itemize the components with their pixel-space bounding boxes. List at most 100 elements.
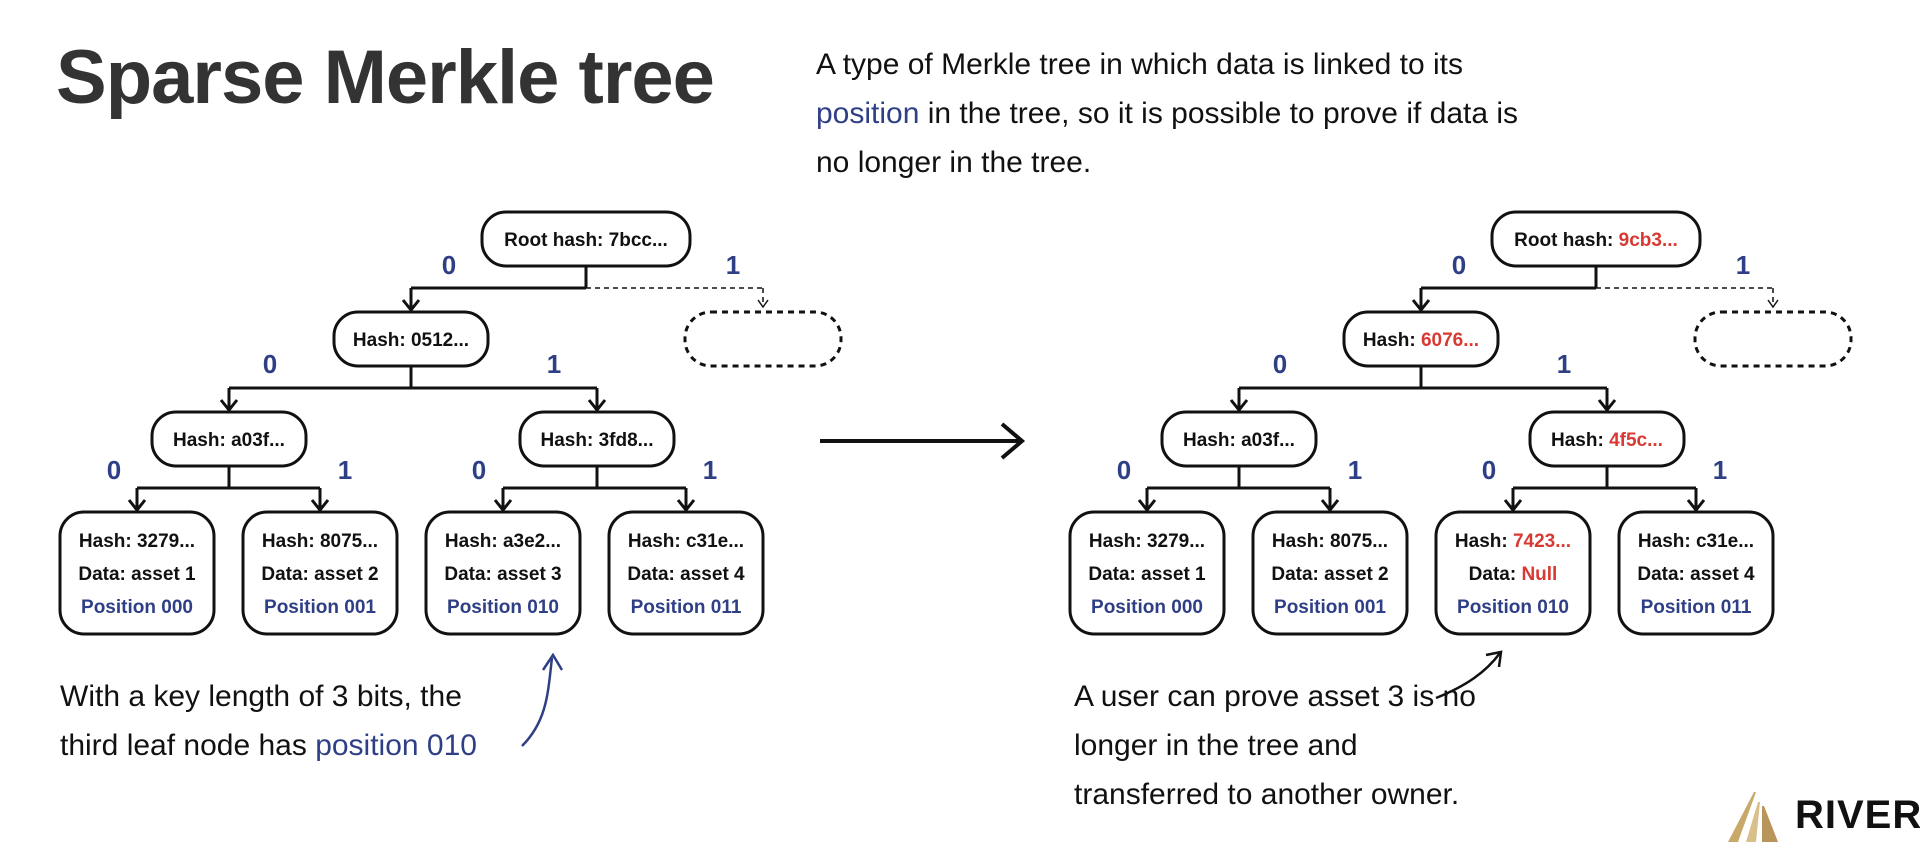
edge-label-0: 0 xyxy=(263,349,277,379)
leaf-data-label: Data: xyxy=(1637,564,1690,585)
leaf-hash-text: Hash: 3279... xyxy=(79,531,195,552)
hash-node-level1-hash: 6076... xyxy=(1421,330,1479,351)
leaf-position-text: Position 011 xyxy=(1641,597,1752,618)
hash-node-level2-box xyxy=(1160,410,1318,468)
hash-node-level2: Hash: 3fd8... xyxy=(518,410,676,468)
edge-arrowhead xyxy=(676,499,696,513)
hash-node-level2-box xyxy=(518,410,676,468)
edge-label-1: 1 xyxy=(1713,455,1727,485)
hash-node-level2-box xyxy=(1528,410,1686,468)
left-caption-text: With a key length of 3 bits, the third l… xyxy=(60,680,462,762)
leaf-hash-label: Hash: xyxy=(1455,531,1513,552)
hash-node-level1-box xyxy=(1342,310,1500,368)
leaf-data-label: Data: xyxy=(261,564,314,585)
leaf-position: Position 011 xyxy=(631,597,742,618)
leaf-data-text: Data: asset 1 xyxy=(1088,564,1206,585)
leaf-box xyxy=(58,510,216,636)
leaf-position: Position 011 xyxy=(1641,597,1752,618)
leaf-data: asset 2 xyxy=(314,564,378,585)
leaf-hash: c31e... xyxy=(1696,531,1754,552)
leaf-data: asset 1 xyxy=(1141,564,1206,585)
edge-arrowhead xyxy=(757,299,769,309)
edge-arrowhead xyxy=(1411,299,1431,313)
hash-node-level2-text: Hash: a03f... xyxy=(1183,430,1295,451)
edge-label-1: 1 xyxy=(703,455,717,485)
edge-label-0: 0 xyxy=(472,455,486,485)
hash-node-level2: Hash: a03f... xyxy=(150,410,308,468)
leaf-position: Position 010 xyxy=(447,597,559,618)
hash-node-level1-text: Hash: 6076... xyxy=(1363,330,1479,351)
leaf-data-text: Data: asset 2 xyxy=(1271,564,1388,585)
edge-label-1: 1 xyxy=(1736,250,1750,280)
leaf-data-label: Data: xyxy=(1088,564,1141,585)
leaf-node: Hash: c31e... Data: asset 4 Position 011 xyxy=(607,510,765,636)
leaf-hash-label: Hash: xyxy=(1272,531,1330,552)
hash-node-level2-label: Hash: xyxy=(173,430,231,451)
leaf-position-text: Position 000 xyxy=(81,597,193,618)
transition-arrow xyxy=(820,422,1026,460)
leaf-hash: 3279... xyxy=(137,531,195,552)
leaf-node: Hash: a3e2... Data: asset 3 Position 010 xyxy=(424,510,582,636)
river-mountain-icon xyxy=(1728,792,1778,842)
leaf-position: Position 001 xyxy=(264,597,376,618)
edge-label-0: 0 xyxy=(1482,455,1496,485)
river-logo-text: RIVER xyxy=(1795,793,1920,837)
hash-node-level2-hash: a03f... xyxy=(1241,430,1295,451)
edge-label-1: 1 xyxy=(338,455,352,485)
leaf-data-label: Data: xyxy=(78,564,131,585)
edge-arrowhead xyxy=(1767,299,1779,309)
leaf-node: Hash: 3279... Data: asset 1 Position 000 xyxy=(58,510,216,636)
hash-node-level1: Hash: 0512... xyxy=(332,310,490,368)
leaf-hash: 8075... xyxy=(1330,531,1388,552)
hash-node-level1-text: Hash: 0512... xyxy=(353,330,469,351)
leaf-hash-label: Hash: xyxy=(79,531,137,552)
edge-arrowhead xyxy=(493,499,513,513)
leaf-data-label: Data: xyxy=(627,564,680,585)
edge-label-0: 0 xyxy=(1452,250,1466,280)
edge-label-0: 0 xyxy=(442,250,456,280)
left-caption-highlight: position 010 xyxy=(315,729,477,762)
root-node-label: Root hash: xyxy=(504,230,609,251)
hash-node-level2-hash: 4f5c... xyxy=(1609,430,1663,451)
leaf-hash-label: Hash: xyxy=(628,531,686,552)
leaf-hash: 7423... xyxy=(1513,531,1571,552)
edge-label-1: 1 xyxy=(547,349,561,379)
edge-arrowhead xyxy=(1503,499,1523,513)
hash-node-level2-box xyxy=(150,410,308,468)
leaf-position-text: Position 010 xyxy=(447,597,559,618)
leaf-position-text: Position 001 xyxy=(264,597,376,618)
leaf-position: Position 010 xyxy=(1457,597,1569,618)
leaf-data: asset 1 xyxy=(131,564,196,585)
leaf-position-text: Position 011 xyxy=(631,597,742,618)
root-node-box xyxy=(1490,210,1702,268)
hash-node-level1-label: Hash: xyxy=(1363,330,1421,351)
root-node-text: Root hash: 7bcc... xyxy=(504,230,668,251)
edge-label-1: 1 xyxy=(1557,349,1571,379)
edge-label-1: 1 xyxy=(1348,455,1362,485)
leaf-hash-label: Hash: xyxy=(445,531,503,552)
leaf-data: asset 3 xyxy=(497,564,561,585)
leaf-hash: c31e... xyxy=(686,531,744,552)
leaf-hash-text: Hash: a3e2... xyxy=(445,531,561,552)
edge-arrowhead xyxy=(401,299,421,313)
leaf-hash: a3e2... xyxy=(503,531,561,552)
intro-text: A type of Merkle tree in which data is l… xyxy=(816,48,1463,81)
leaf-data: asset 4 xyxy=(1690,564,1755,585)
right-caption-pointer-arrow xyxy=(1435,650,1503,700)
edge-label-0: 0 xyxy=(107,455,121,485)
leaf-data-text: Data: asset 3 xyxy=(444,564,561,585)
leaf-position-text: Position 010 xyxy=(1457,597,1569,618)
leaf-hash: 3279... xyxy=(1147,531,1205,552)
leaf-data-label: Data: xyxy=(1469,564,1522,585)
leaf-data-text: Data: asset 4 xyxy=(627,564,745,585)
leaf-box xyxy=(1434,510,1592,636)
leaf-box xyxy=(1617,510,1775,636)
edge-label-0: 0 xyxy=(1273,349,1287,379)
root-node: Root hash: 9cb3... xyxy=(1490,210,1702,268)
